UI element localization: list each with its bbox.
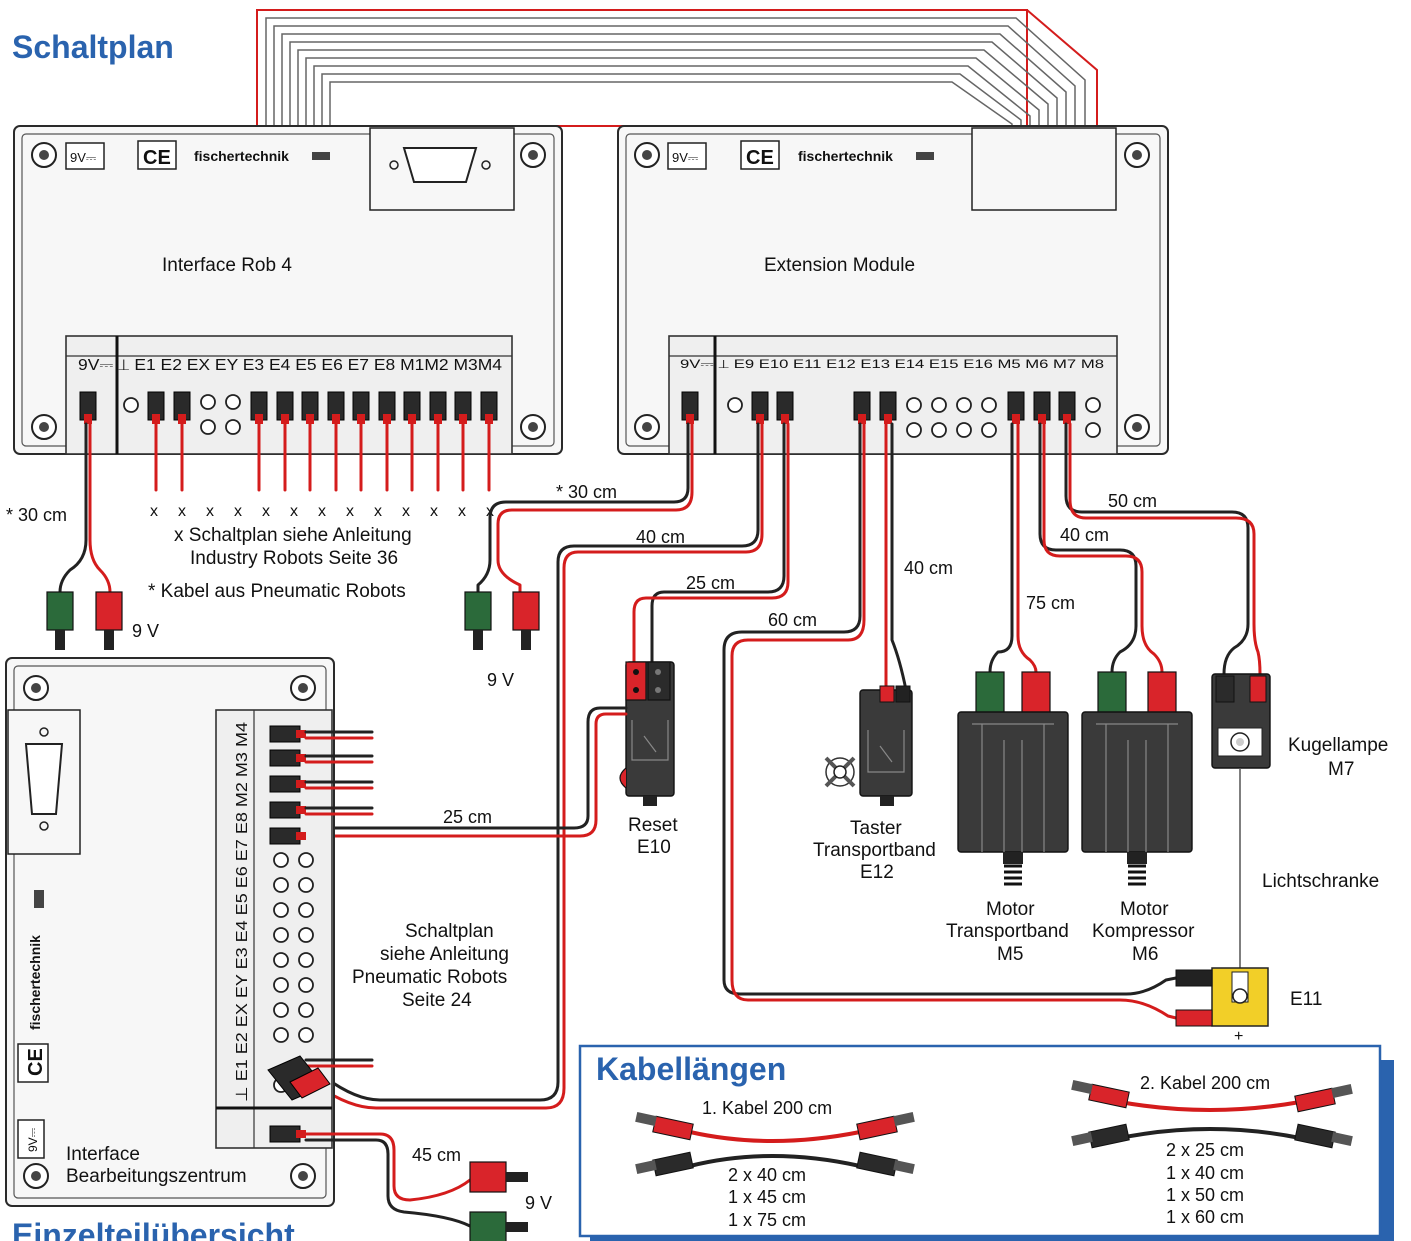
bz-power-cable — [304, 1132, 528, 1241]
kabellaengen-title: Kabellängen — [596, 1051, 786, 1087]
m6-port-label: M6 — [1132, 944, 1158, 965]
ext-title: Extension Module — [764, 255, 915, 276]
rob4-power-cable-length: * 30 cm — [6, 505, 67, 525]
reset-cable-25cm — [632, 422, 790, 664]
m6-cable-length: 40 cm — [1060, 525, 1109, 545]
e10-cable-length: 40 cm — [636, 527, 685, 547]
motor-kompressor[interactable] — [1081, 671, 1193, 886]
cable-2-item-4: 1 x 60 cm — [1166, 1207, 1244, 1227]
rob4-ce-mark: CE — [143, 147, 171, 169]
phototransistor-e11[interactable] — [1175, 967, 1269, 1027]
ext-voltage: 9 V — [487, 670, 514, 690]
extension-module: 9V⎓ CE fischertechnik Extension Module 9… — [617, 125, 1169, 455]
ext-connector-box — [971, 127, 1117, 211]
e12-cable-40cm — [884, 422, 908, 692]
cable-2-illustration — [1071, 1080, 1353, 1149]
rob4-voltage: 9 V — [132, 621, 159, 641]
bz-voltage: 9 V — [525, 1193, 552, 1213]
reset-cable-length: 25 cm — [686, 573, 735, 593]
cable-2-item-1: 2 x 25 cm — [1166, 1140, 1244, 1160]
lamp-port-label: M7 — [1328, 759, 1354, 780]
e12-cable-length: 40 cm — [904, 558, 953, 578]
m6-sublabel: Kompressor — [1092, 921, 1195, 942]
e11-cable-length: 60 cm — [768, 610, 817, 630]
m7-cable-length: 50 cm — [1108, 491, 1157, 511]
note-pneumatic-cable: * Kabel aus Pneumatic Robots — [148, 581, 406, 602]
m5-cable-length: 75 cm — [1026, 593, 1075, 613]
m5-label: Motor — [986, 899, 1035, 920]
rob4-title: Interface Rob 4 — [162, 255, 292, 276]
ribbon-cable — [256, 9, 1098, 127]
kugellampe[interactable] — [1211, 673, 1271, 769]
reset-label: Reset — [628, 815, 678, 836]
bz-note-line1: Schaltplan — [405, 921, 494, 942]
bz-serial-port[interactable] — [24, 743, 64, 815]
lamp-label: Kugellampe — [1288, 735, 1388, 756]
bz-power-cable-length: 45 cm — [412, 1145, 461, 1165]
rob4-power-label: 9V⎓ — [70, 150, 96, 165]
bz-title-line2: Bearbeitungszentrum — [66, 1166, 247, 1187]
kabellaengen-box — [578, 1044, 1394, 1241]
taster-port-label: E12 — [860, 862, 894, 883]
e11-label: E11 — [1290, 989, 1322, 1010]
cable-1-item-3: 1 x 75 cm — [728, 1210, 806, 1230]
rob4-serial-port[interactable] — [402, 147, 478, 183]
e11-plus-marker: + — [1234, 1028, 1243, 1045]
ext-brand-logo: fischertechnik — [798, 148, 893, 164]
bz-port-labels: ⊥ E1 E2 EX EY E3 E4 E5 E6 E7 E8 M2 M3 M4 — [234, 722, 251, 1102]
cable-1-item-1: 2 x 40 cm — [728, 1165, 806, 1185]
m5-sublabel: Transportband — [946, 921, 1069, 942]
m6-label: Motor — [1120, 899, 1169, 920]
e10-cable-40cm — [316, 422, 764, 1110]
cable-2-item-3: 1 x 50 cm — [1166, 1185, 1244, 1205]
taster-sublabel: Transportband — [813, 840, 936, 861]
bz-title-line1: Interface — [66, 1144, 140, 1165]
rob4-x-marks: x x x x x x x x x x x x x — [150, 503, 494, 520]
interface-rob4-module: 9V⎓ CE fischertechnik Interface Rob 4 9V… — [13, 125, 563, 455]
bz-ce-mark: CE — [25, 1048, 47, 1076]
bz-note-line4: Seite 24 — [402, 990, 472, 1011]
reset-port-label: E10 — [637, 837, 671, 858]
taster-transportband[interactable] — [824, 685, 913, 806]
motor-transportband[interactable] — [957, 671, 1069, 886]
ext-power-label: 9V⎓ — [672, 150, 698, 165]
ext-power-cable-length: * 30 cm — [556, 482, 617, 502]
bz-brand-logo: fischertechnik — [27, 935, 43, 1030]
m5-port-label: M5 — [997, 944, 1023, 965]
bz-note-line2: siehe Anleitung — [380, 944, 509, 965]
rob4-output-wires — [154, 422, 491, 492]
reset-switch[interactable] — [316, 661, 675, 838]
cable-1-illustration — [635, 1112, 915, 1177]
einzelteil-heading: Einzelteilübersicht — [12, 1217, 295, 1241]
ext-ce-mark: CE — [746, 147, 774, 169]
cable-1-item-2: 1 x 45 cm — [728, 1187, 806, 1207]
e11-cable-60cm — [722, 422, 1178, 1020]
rob4-port-labels: 9V⎓ ⊥ E1 E2 EX EY E3 E4 E5 E6 E7 E8 M1M2… — [78, 357, 502, 374]
schaltplan-heading: Schaltplan — [12, 29, 174, 65]
lichtschranke-label: Lichtschranke — [1262, 871, 1379, 892]
note-schaltplan-anleitung: x Schaltplan siehe Anleitung — [174, 525, 412, 546]
m6-cable-40cm — [1038, 422, 1164, 674]
rob4-brand-logo: fischertechnik — [194, 148, 289, 164]
bz-power-label: 9V⎓ — [26, 1127, 40, 1152]
bz-cable-length: 25 cm — [443, 807, 492, 827]
bz-note-line3: Pneumatic Robots — [352, 967, 507, 988]
taster-label: Taster — [850, 818, 902, 839]
ext-power-cable — [464, 422, 694, 650]
rob4-power-cable — [46, 422, 123, 650]
ext-port-labels: 9V⎓ ⊥ E9 E10 E11 E12 E13 E14 E15 E16 M5 … — [680, 357, 1104, 371]
m5-cable-75cm — [988, 422, 1038, 674]
m7-cable-50cm — [1064, 422, 1262, 676]
cable-2-item-2: 1 x 40 cm — [1166, 1163, 1244, 1183]
interface-bearbeitungszentrum-module: fischertechnik CE 9V⎓ Interface Bearbeit… — [5, 657, 374, 1207]
note-industry-robots: Industry Robots Seite 36 — [190, 548, 398, 569]
cable-2-title: 2. Kabel 200 cm — [1140, 1073, 1270, 1093]
cable-1-title: 1. Kabel 200 cm — [702, 1098, 832, 1118]
